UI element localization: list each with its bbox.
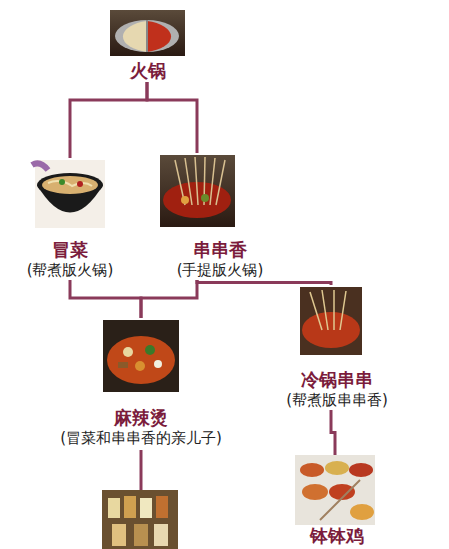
tree-connector — [141, 280, 197, 318]
tree-connector — [197, 280, 331, 285]
dish-name: 火锅 — [128, 60, 168, 82]
dish-node: 冷锅串串(帮煮版串串香) — [262, 285, 412, 410]
lengguo-photo — [300, 287, 362, 355]
dish-node: 麻辣烫(冒菜和串串香的亲儿子) — [20, 318, 262, 448]
tree-connector — [70, 82, 147, 158]
tree-line — [140, 450, 143, 490]
maocai-photo — [32, 160, 105, 228]
dish-node: 冒菜(帮煮版火锅) — [8, 158, 132, 280]
dish-name: 麻辣烫 — [112, 407, 170, 429]
chuanchuan-photo — [160, 155, 235, 227]
dish-note: (手提版火锅) — [175, 261, 266, 281]
dish-name: 钵钵鸡 — [308, 525, 366, 547]
dish-note: (帮煮版火锅) — [25, 261, 116, 281]
dish-node: 串串香(手提版火锅) — [145, 153, 295, 280]
dish-name: 冒菜 — [50, 239, 90, 261]
cutoff-photo — [102, 490, 178, 549]
dish-name: 串串香 — [191, 239, 249, 261]
dish-name: 冷锅串串 — [299, 369, 375, 391]
dish-note: (冒菜和串串香的亲儿子) — [58, 429, 224, 449]
tree-connector — [331, 410, 335, 455]
tree-connector — [147, 82, 197, 153]
dish-node: 火锅 — [95, 8, 200, 82]
hotpot-photo — [110, 10, 185, 56]
boboji-photo — [295, 455, 375, 525]
tree-connector — [70, 280, 141, 318]
dish-node: 钵钵鸡 — [287, 455, 387, 547]
malatang-photo — [103, 320, 179, 392]
dish-note: (帮煮版串串香) — [284, 391, 390, 411]
